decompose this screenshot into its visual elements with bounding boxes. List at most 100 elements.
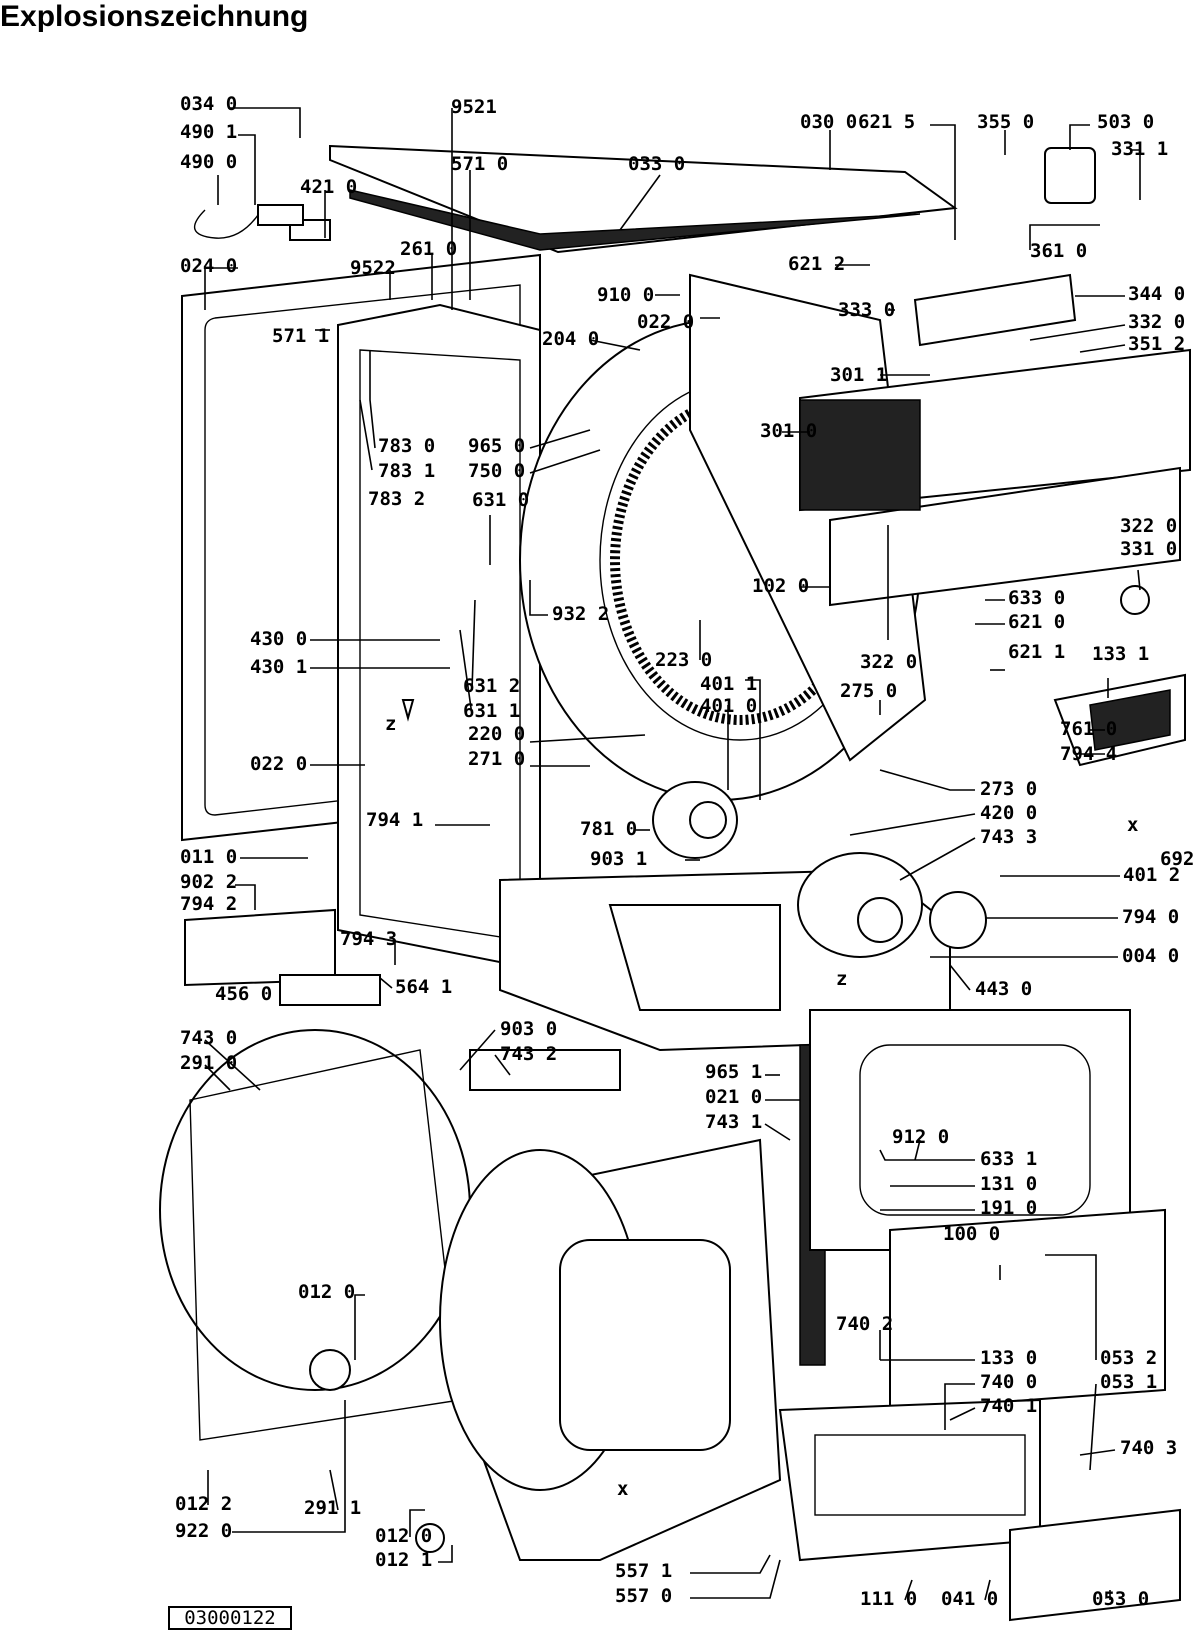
callout-p7403: 740 3 — [1120, 1437, 1177, 1459]
callout-p7431: 743 1 — [705, 1111, 762, 1133]
callout-p5571: 557 1 — [615, 1560, 672, 1582]
plinth-cover — [1009, 1508, 1181, 1622]
marker-x-1: x — [617, 1478, 628, 1500]
callout-p6210: 621 0 — [1008, 611, 1065, 633]
callout-p7610: 761 0 — [1060, 718, 1117, 740]
callout-p6212: 621 2 — [788, 253, 845, 275]
callout-p7830: 783 0 — [378, 435, 435, 457]
callout-p7943: 794 3 — [340, 928, 397, 950]
callout-p6211: 621 1 — [1008, 641, 1065, 663]
callout-p9521: 9521 — [451, 96, 497, 118]
callout-p4210: 421 0 — [300, 176, 357, 198]
callout-p2230: 223 0 — [655, 649, 712, 671]
callout-p0410: 041 0 — [941, 1588, 998, 1610]
callout-p1330: 133 0 — [980, 1347, 1037, 1369]
callout-p0110: 011 0 — [180, 846, 237, 868]
callout-p0220a: 022 0 — [637, 311, 694, 333]
callout-p4430: 443 0 — [975, 978, 1032, 1000]
callout-p7400: 740 0 — [980, 1371, 1037, 1393]
callout-p9522: 9522 — [350, 257, 396, 279]
callout-p3550: 355 0 — [977, 111, 1034, 133]
callout-p0531: 053 1 — [1100, 1371, 1157, 1393]
callout-p7832: 783 2 — [368, 488, 425, 510]
drum-bearing — [309, 1349, 351, 1391]
callout-p2750: 275 0 — [840, 680, 897, 702]
callout-p1110: 111 0 — [860, 1588, 917, 1610]
callout-p2610: 261 0 — [400, 238, 457, 260]
callout-p0240: 024 0 — [180, 255, 237, 277]
callout-p4560: 456 0 — [215, 983, 272, 1005]
callout-p7810: 781 0 — [580, 818, 637, 840]
callout-p7942: 794 2 — [180, 893, 237, 915]
callout-p3011: 301 1 — [830, 364, 887, 386]
electronic-board — [913, 273, 1077, 347]
page-title: Explosionszeichnung — [0, 0, 309, 33]
callout-p3512: 351 2 — [1128, 333, 1185, 355]
callout-p3220a: 322 0 — [1120, 515, 1177, 537]
timer — [1044, 147, 1096, 204]
callout-p6920: 692 0 — [1160, 848, 1196, 870]
callout-p0330: 033 0 — [628, 153, 685, 175]
condenser-box — [608, 904, 781, 1011]
callout-p9120: 912 0 — [892, 1126, 949, 1148]
callout-p3330: 333 0 — [838, 299, 895, 321]
callout-p3220b: 322 0 — [860, 651, 917, 673]
callout-p0300: 030 0 — [800, 111, 857, 133]
callout-p9100: 910 0 — [597, 284, 654, 306]
callout-p5570: 557 0 — [615, 1585, 672, 1607]
callout-p6331: 633 1 — [980, 1148, 1037, 1170]
callout-p5641: 564 1 — [395, 976, 452, 998]
callout-p7401: 740 1 — [980, 1395, 1037, 1417]
marker-x-2: x — [1127, 814, 1138, 836]
callout-p1310: 131 0 — [980, 1173, 1037, 1195]
callout-p0530: 053 0 — [1092, 1588, 1149, 1610]
callout-p0120a: 012 0 — [298, 1281, 355, 1303]
callout-p7433: 743 3 — [980, 826, 1037, 848]
callout-p7831: 783 1 — [378, 460, 435, 482]
control-fascia — [829, 466, 1181, 607]
callout-p3310: 331 0 — [1120, 538, 1177, 560]
callout-p3311: 331 1 — [1111, 138, 1168, 160]
callout-p4010: 401 0 — [700, 695, 757, 717]
support-bracket — [184, 908, 336, 987]
callout-p4900: 490 0 — [180, 151, 237, 173]
part-drawings — [159, 144, 1191, 1622]
callout-p1020: 102 0 — [752, 575, 809, 597]
heater-duct — [469, 1049, 621, 1091]
callout-p2200: 220 0 — [468, 723, 525, 745]
callout-p9651: 965 1 — [705, 1061, 762, 1083]
lid-seal — [349, 189, 921, 251]
door-frame — [809, 1009, 1131, 1251]
callout-p0220b: 022 0 — [250, 753, 307, 775]
callout-p9220: 922 0 — [175, 1520, 232, 1542]
fascia-housing — [799, 399, 921, 511]
callout-p0340: 034 0 — [180, 93, 237, 115]
callout-p7432: 743 2 — [500, 1043, 557, 1065]
callout-p1331: 133 1 — [1092, 643, 1149, 665]
marker-z-1: z — [385, 713, 396, 735]
callout-p4300: 430 0 — [250, 628, 307, 650]
callout-p2730: 273 0 — [980, 778, 1037, 800]
callout-p9022: 902 2 — [180, 871, 237, 893]
callout-p5711: 571 1 — [272, 325, 329, 347]
callout-p3440: 344 0 — [1128, 283, 1185, 305]
callout-p4901: 490 1 — [180, 121, 237, 143]
callout-p1000: 100 0 — [943, 1223, 1000, 1245]
leader-lines — [204, 107, 1141, 1601]
callout-p2910: 291 0 — [180, 1052, 237, 1074]
callout-p4011: 401 1 — [700, 673, 757, 695]
callout-p6215: 621 5 — [858, 111, 915, 133]
callout-p3610: 361 0 — [1030, 240, 1087, 262]
callout-p7944: 794 4 — [1060, 743, 1117, 765]
callout-p7940: 794 0 — [1122, 906, 1179, 928]
callout-p2911: 291 1 — [304, 1497, 361, 1519]
callout-p9322: 932 2 — [552, 603, 609, 625]
fan-housing — [797, 852, 923, 958]
callout-p9650: 965 0 — [468, 435, 525, 457]
marker-z-2: z — [836, 968, 847, 990]
callout-p7402: 740 2 — [836, 1313, 893, 1335]
program-knob — [1120, 585, 1150, 615]
callout-p3010: 301 0 — [760, 420, 817, 442]
